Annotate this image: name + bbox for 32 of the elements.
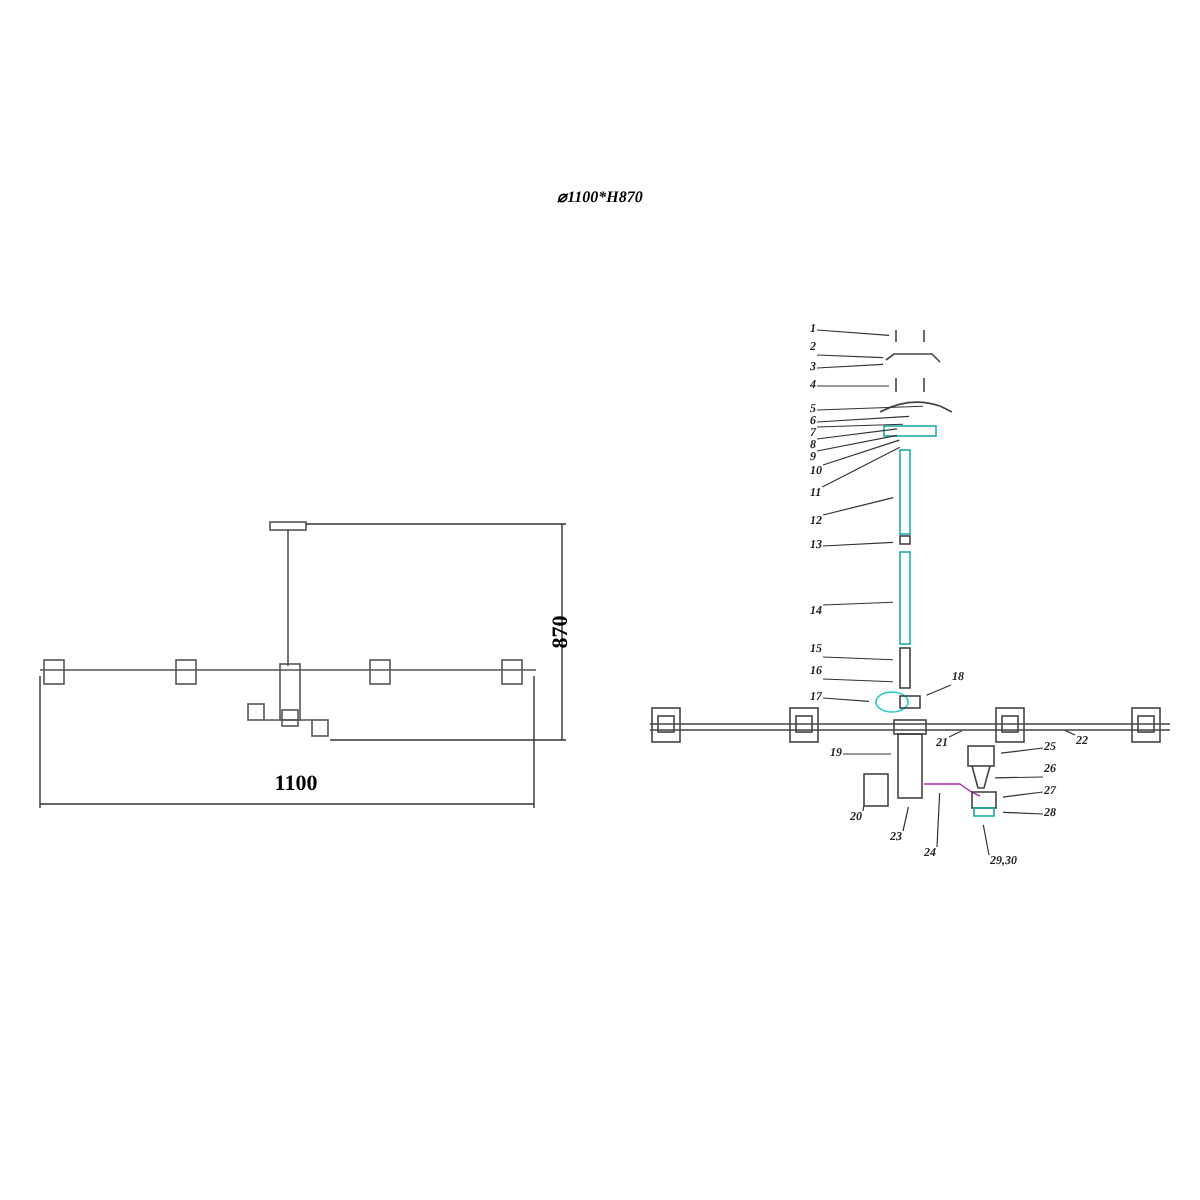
- leader-line: [822, 656, 894, 661]
- leader-line: [994, 776, 1044, 779]
- leader-line: [1002, 791, 1044, 798]
- leader-line: [862, 805, 865, 812]
- leader-line: [822, 678, 894, 683]
- leader-line: [842, 753, 892, 755]
- leader-line: [1002, 811, 1044, 815]
- dimension-value: 870: [551, 615, 573, 649]
- leader-line: [822, 439, 900, 466]
- leader-line: [1064, 729, 1076, 736]
- leader-line: [816, 329, 890, 337]
- leader-line: [822, 697, 870, 703]
- leader-line: [816, 405, 924, 411]
- dimension-value: 1100: [274, 774, 318, 796]
- leader-line: [936, 792, 941, 848]
- leader-line: [902, 806, 910, 832]
- leader-line: [816, 434, 898, 452]
- leader-line: [948, 730, 963, 738]
- leader-line: [1000, 747, 1044, 754]
- leader-line: [821, 446, 901, 488]
- leader-line: [822, 601, 894, 606]
- leader-line: [816, 363, 884, 369]
- leader-line: [816, 428, 898, 440]
- caption-text: ⌀1100*H870: [557, 190, 643, 206]
- leader-line: [925, 684, 952, 696]
- leader-line: [816, 423, 904, 428]
- leader-line: [982, 824, 990, 856]
- leader-line: [816, 354, 884, 359]
- leader-line: [822, 497, 894, 516]
- leader-line: [822, 541, 894, 547]
- leader-line: [816, 415, 910, 423]
- leader-line: [816, 385, 890, 387]
